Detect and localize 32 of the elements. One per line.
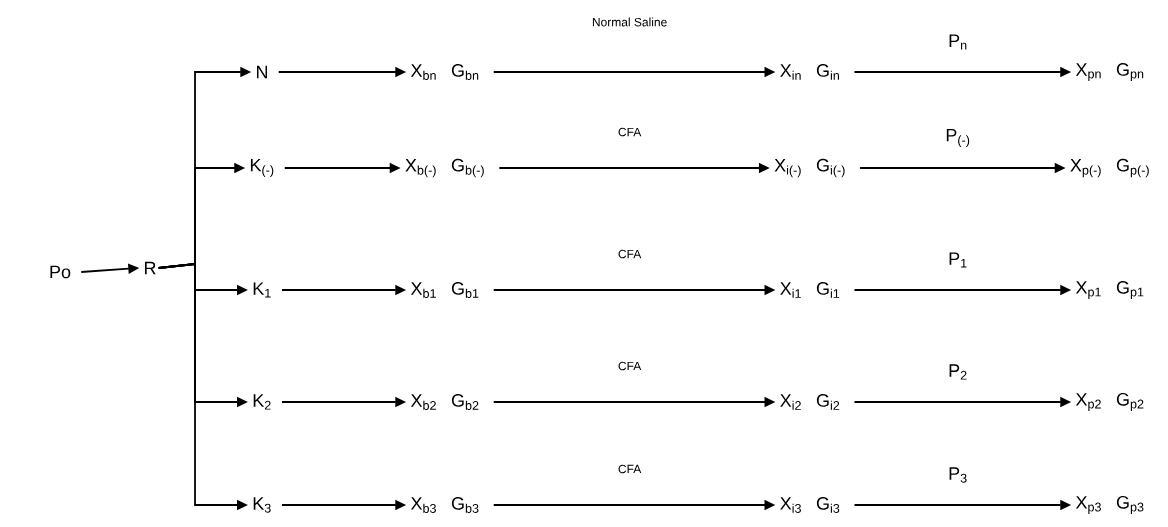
variable-label: X$_{b1}$ G$_{b1}$ — [410, 282, 479, 298]
edge-label: P$_{3}$ — [949, 467, 967, 483]
edge-label: CFA — [618, 249, 642, 259]
variable-label: N — [257, 65, 268, 79]
edge-label: P$_{2}$ — [949, 364, 967, 380]
variable-label: X$_{b(-)}$ G$_{b(-)}$ — [405, 158, 484, 178]
edge-label: P$_{n}$ — [949, 34, 967, 50]
variable-label: X$_{in}$ G$_{in}$ — [780, 64, 839, 80]
edge-label: P$_{1}$ — [949, 252, 967, 268]
variable-label: X$_{b2}$ G$_{b2}$ — [410, 394, 479, 410]
variable-label: K$_{2}$ — [253, 394, 271, 410]
variable-label: K$_{1}$ — [253, 282, 271, 298]
variable-label: X$_{bn}$ G$_{bn}$ — [410, 64, 479, 80]
variable-label: X$_{p(-)}$ G$_{p(-)}$ — [1070, 158, 1149, 178]
variable-label: K$_{3}$ — [253, 497, 271, 513]
variable-label: X$_{i1}$ G$_{i1}$ — [780, 282, 840, 298]
variable-label: X$_{pn}$ G$_{pn}$ — [1075, 63, 1144, 81]
variable-label: Po — [50, 265, 71, 279]
edge-label: P$_{(-)}$ — [946, 128, 970, 148]
variable-label: K$_{(-)}$ — [250, 158, 274, 178]
variable-label: X$_{p3}$ G$_{p3}$ — [1075, 495, 1144, 514]
variable-label: R — [145, 261, 156, 275]
edge-label: CFA — [618, 127, 642, 137]
variable-label: X$_{p2}$ G$_{p2}$ — [1075, 392, 1144, 411]
variable-label: X$_{i(-)}$ G$_{i(-)}$ — [774, 158, 845, 178]
edge-label: CFA — [618, 361, 642, 371]
variable-label: X$_{i3}$ G$_{i3}$ — [780, 497, 840, 513]
edge-label: CFA — [618, 464, 642, 474]
variable-label: X$_{p1}$ G$_{p1}$ — [1075, 281, 1144, 299]
variable-label: X$_{b3}$ G$_{b3}$ — [410, 497, 479, 513]
variable-label: X$_{i2}$ G$_{i2}$ — [780, 394, 840, 410]
edge-label: Normal Saline — [592, 17, 667, 27]
